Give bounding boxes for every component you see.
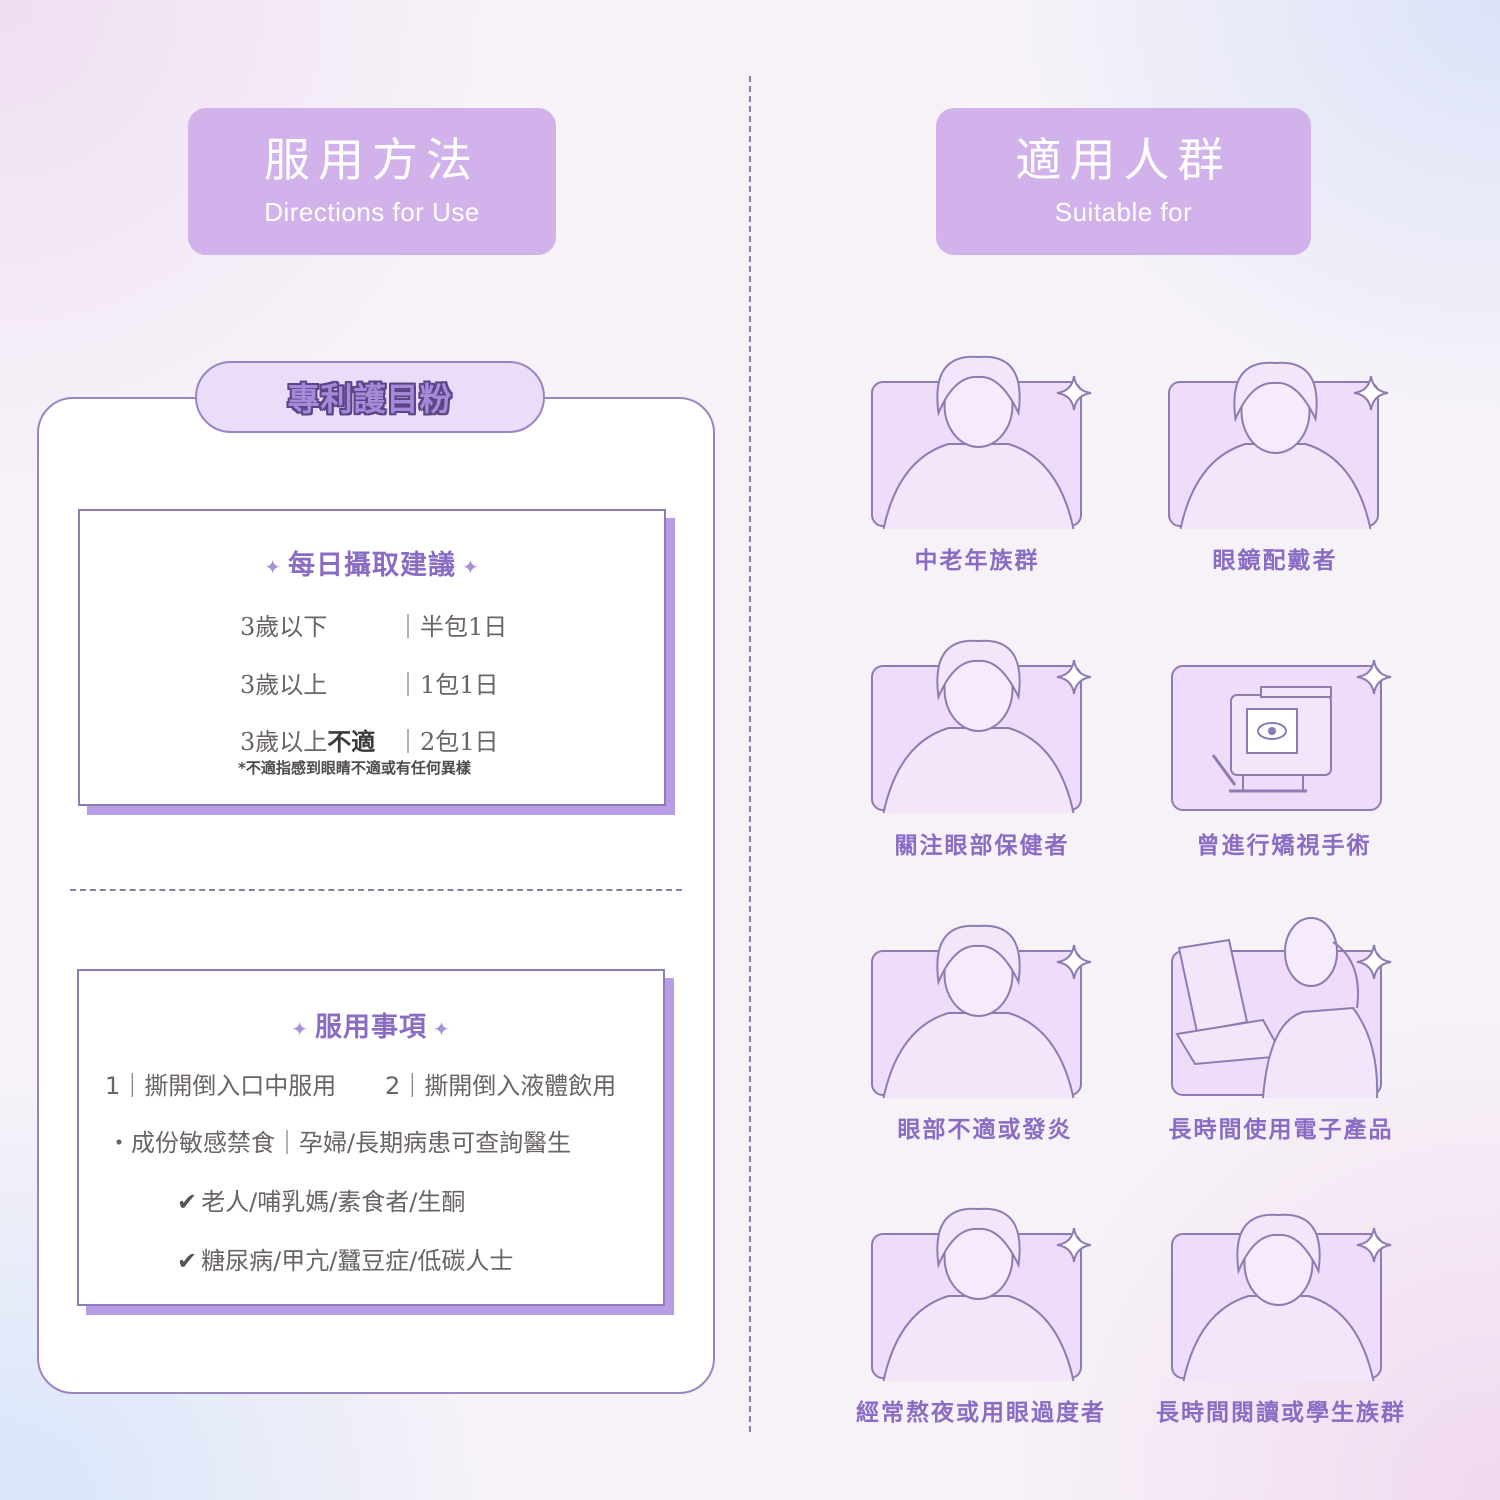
product-name: 專利護目粉: [287, 380, 453, 418]
audience-illustration-frame: [1171, 659, 1392, 811]
suitable-title-zh: 適用人群: [1015, 132, 1232, 187]
elderly-woman-icon: [882, 355, 1092, 530]
center-divider: [749, 76, 751, 1432]
suitable-check-row: ✔糖尿病/甲亢/蠶豆症/低碳人士: [177, 1247, 514, 1275]
laptop-user-icon: [1175, 917, 1392, 1099]
intake-row-age: 3歲以下: [240, 613, 328, 641]
audience-label: 中老年族群: [914, 548, 1040, 574]
audience-label: 長時間使用電子產品: [1168, 1117, 1394, 1143]
intake-row-age: 3歲以上不適: [240, 728, 376, 756]
student-reading-icon: [1182, 1213, 1392, 1382]
product-name-pill: 專利護目粉: [195, 361, 545, 433]
audience-illustration-frame: [871, 639, 1092, 814]
directions-title-zh: 服用方法: [264, 132, 480, 187]
eye-discomfort-woman-icon: [882, 924, 1092, 1099]
usage-method-1: 1｜撕開倒入口中服用: [105, 1072, 337, 1100]
tired-night-owl-icon: [882, 1207, 1092, 1382]
audience-label: 眼鏡配戴者: [1212, 548, 1338, 574]
check-icon: ✔: [177, 1247, 198, 1275]
audience-illustration-frame: [1168, 361, 1389, 530]
audience-label: 長時間閱讀或學生族群: [1156, 1400, 1406, 1426]
sparkle-icon: ✦: [291, 1016, 309, 1041]
audience-label: 關注眼部保健者: [894, 833, 1070, 859]
eye-rub-woman-icon: [882, 639, 1092, 814]
suitable-title-en: Suitable for: [1054, 197, 1193, 228]
audience-illustration-frame: [871, 355, 1092, 530]
woman-glasses-icon: [1179, 361, 1389, 530]
sparkle-icon: ✦: [433, 1016, 451, 1041]
card-divider: [70, 889, 682, 891]
usage-caution: ・成份敏感禁食｜孕婦/長期病患可查詢醫生: [107, 1129, 572, 1157]
intake-row-dose: ｜2包1日: [396, 728, 499, 756]
usage-method-2: 2｜撕開倒入液體飲用: [385, 1072, 617, 1100]
sparkle-icon: ✦: [264, 554, 282, 579]
directions-header: 服用方法 Directions for Use: [188, 108, 556, 255]
directions-title-en: Directions for Use: [264, 197, 480, 228]
suitable-header: 適用人群 Suitable for: [936, 108, 1311, 255]
audience-illustration-frame: [1171, 1213, 1392, 1382]
audience-label: 經常熬夜或用眼過度者: [856, 1400, 1106, 1426]
intake-row-dose: ｜半包1日: [396, 613, 508, 641]
intake-row-age: 3歲以上: [240, 671, 328, 699]
intake-note: *不適指感到眼睛不適或有任何異樣: [238, 759, 471, 777]
daily-intake-box: ✦每日攝取建議✦ 3歲以下 ｜半包1日 3歲以上 ｜1包1日 3歲以上不適 ｜2…: [78, 509, 666, 806]
intake-row-dose: ｜1包1日: [396, 671, 499, 699]
audience-illustration-frame: [871, 1207, 1092, 1382]
discomfort-emphasis: 不適: [327, 728, 376, 756]
daily-intake-title: ✦每日攝取建議✦: [264, 550, 480, 581]
eye-exam-machine-icon: [1211, 659, 1392, 793]
audience-illustration-frame: [871, 924, 1092, 1099]
usage-notes-title: ✦服用事項✦: [291, 1012, 451, 1043]
audience-label: 曾進行矯視手術: [1196, 833, 1372, 859]
audience-label: 眼部不適或發炎: [897, 1117, 1073, 1143]
audience-illustration-frame: [1171, 917, 1392, 1099]
sparkle-icon: ✦: [462, 554, 480, 579]
suitable-check-row: ✔老人/哺乳媽/素食者/生酮: [177, 1188, 466, 1216]
check-icon: ✔: [177, 1188, 198, 1216]
usage-notes-box: ✦服用事項✦ 1｜撕開倒入口中服用 2｜撕開倒入液體飲用 ・成份敏感禁食｜孕婦/…: [77, 969, 665, 1306]
